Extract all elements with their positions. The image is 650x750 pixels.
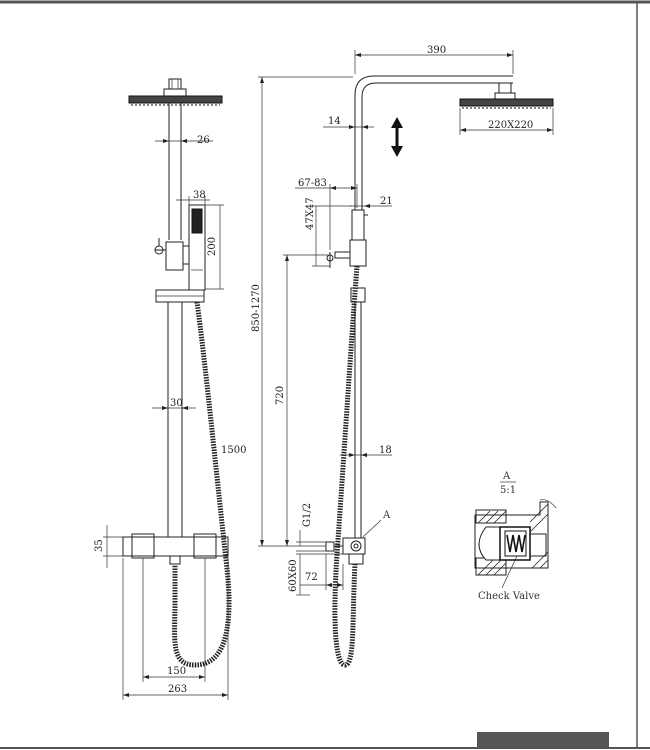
detail-title: A (502, 471, 511, 482)
dim-lower-pipe: 18 (379, 445, 392, 456)
dim-escutcheon: 60X60 (288, 559, 299, 592)
dim-hand-shower-length: 200 (207, 237, 218, 256)
check-valve-label: Check Valve (478, 591, 540, 602)
front-mixer-valve (122, 533, 229, 565)
front-dimensions: 26 38 200 30 1500 35 150 26 (94, 135, 246, 700)
dim-valve-depth: 72 (305, 572, 318, 583)
dim-holder-size: 47X47 (305, 197, 316, 230)
dim-inlet-spacing: 150 (167, 666, 186, 677)
dim-pipe-width: 26 (197, 135, 210, 146)
dim-valve-height: 35 (94, 539, 105, 552)
side-lower-bar (354, 302, 362, 538)
dim-total-width: 263 (168, 684, 187, 695)
dim-head-size: 220X220 (488, 120, 533, 131)
dim-arm-reach: 390 (427, 45, 446, 56)
front-lower-bar (167, 302, 183, 537)
side-dimensions: 390 14 220X220 67-83 21 47X47 8 (251, 45, 554, 596)
dim-pipe-diameter: 14 (328, 116, 341, 127)
dim-holder-depth: 21 (380, 196, 393, 207)
front-hand-shower (188, 204, 206, 291)
dim-holder-height: 720 (275, 386, 286, 405)
front-upper-pipe (168, 103, 182, 240)
dim-holder-range: 67-83 (298, 178, 327, 189)
front-view (122, 78, 232, 668)
title-block-tab (477, 732, 609, 748)
dim-height-range: 850-1270 (251, 284, 262, 332)
side-slider-holder (350, 287, 366, 303)
detail-scale: 5:1 (500, 485, 516, 496)
dim-bar-width: 30 (170, 398, 183, 409)
dim-hose-length: 1500 (221, 445, 246, 456)
side-view (325, 75, 554, 668)
dim-hand-shower-width: 38 (193, 190, 206, 201)
front-shower-head (128, 78, 223, 106)
front-diverter (154, 238, 190, 271)
dim-thread: G1/2 (302, 503, 313, 527)
side-diverter (326, 209, 368, 268)
detail-ref-label: A (382, 510, 391, 521)
side-mixer-valve (325, 537, 366, 565)
side-shower-head (459, 82, 554, 109)
detail-a: A 5:1 (474, 471, 557, 602)
front-hose (172, 301, 232, 668)
front-slider-holder (155, 289, 205, 303)
side-overhead-arm (354, 75, 513, 210)
side-hose (332, 265, 360, 668)
height-adjust-arrow-icon (391, 117, 403, 157)
check-valve-section (474, 499, 557, 576)
